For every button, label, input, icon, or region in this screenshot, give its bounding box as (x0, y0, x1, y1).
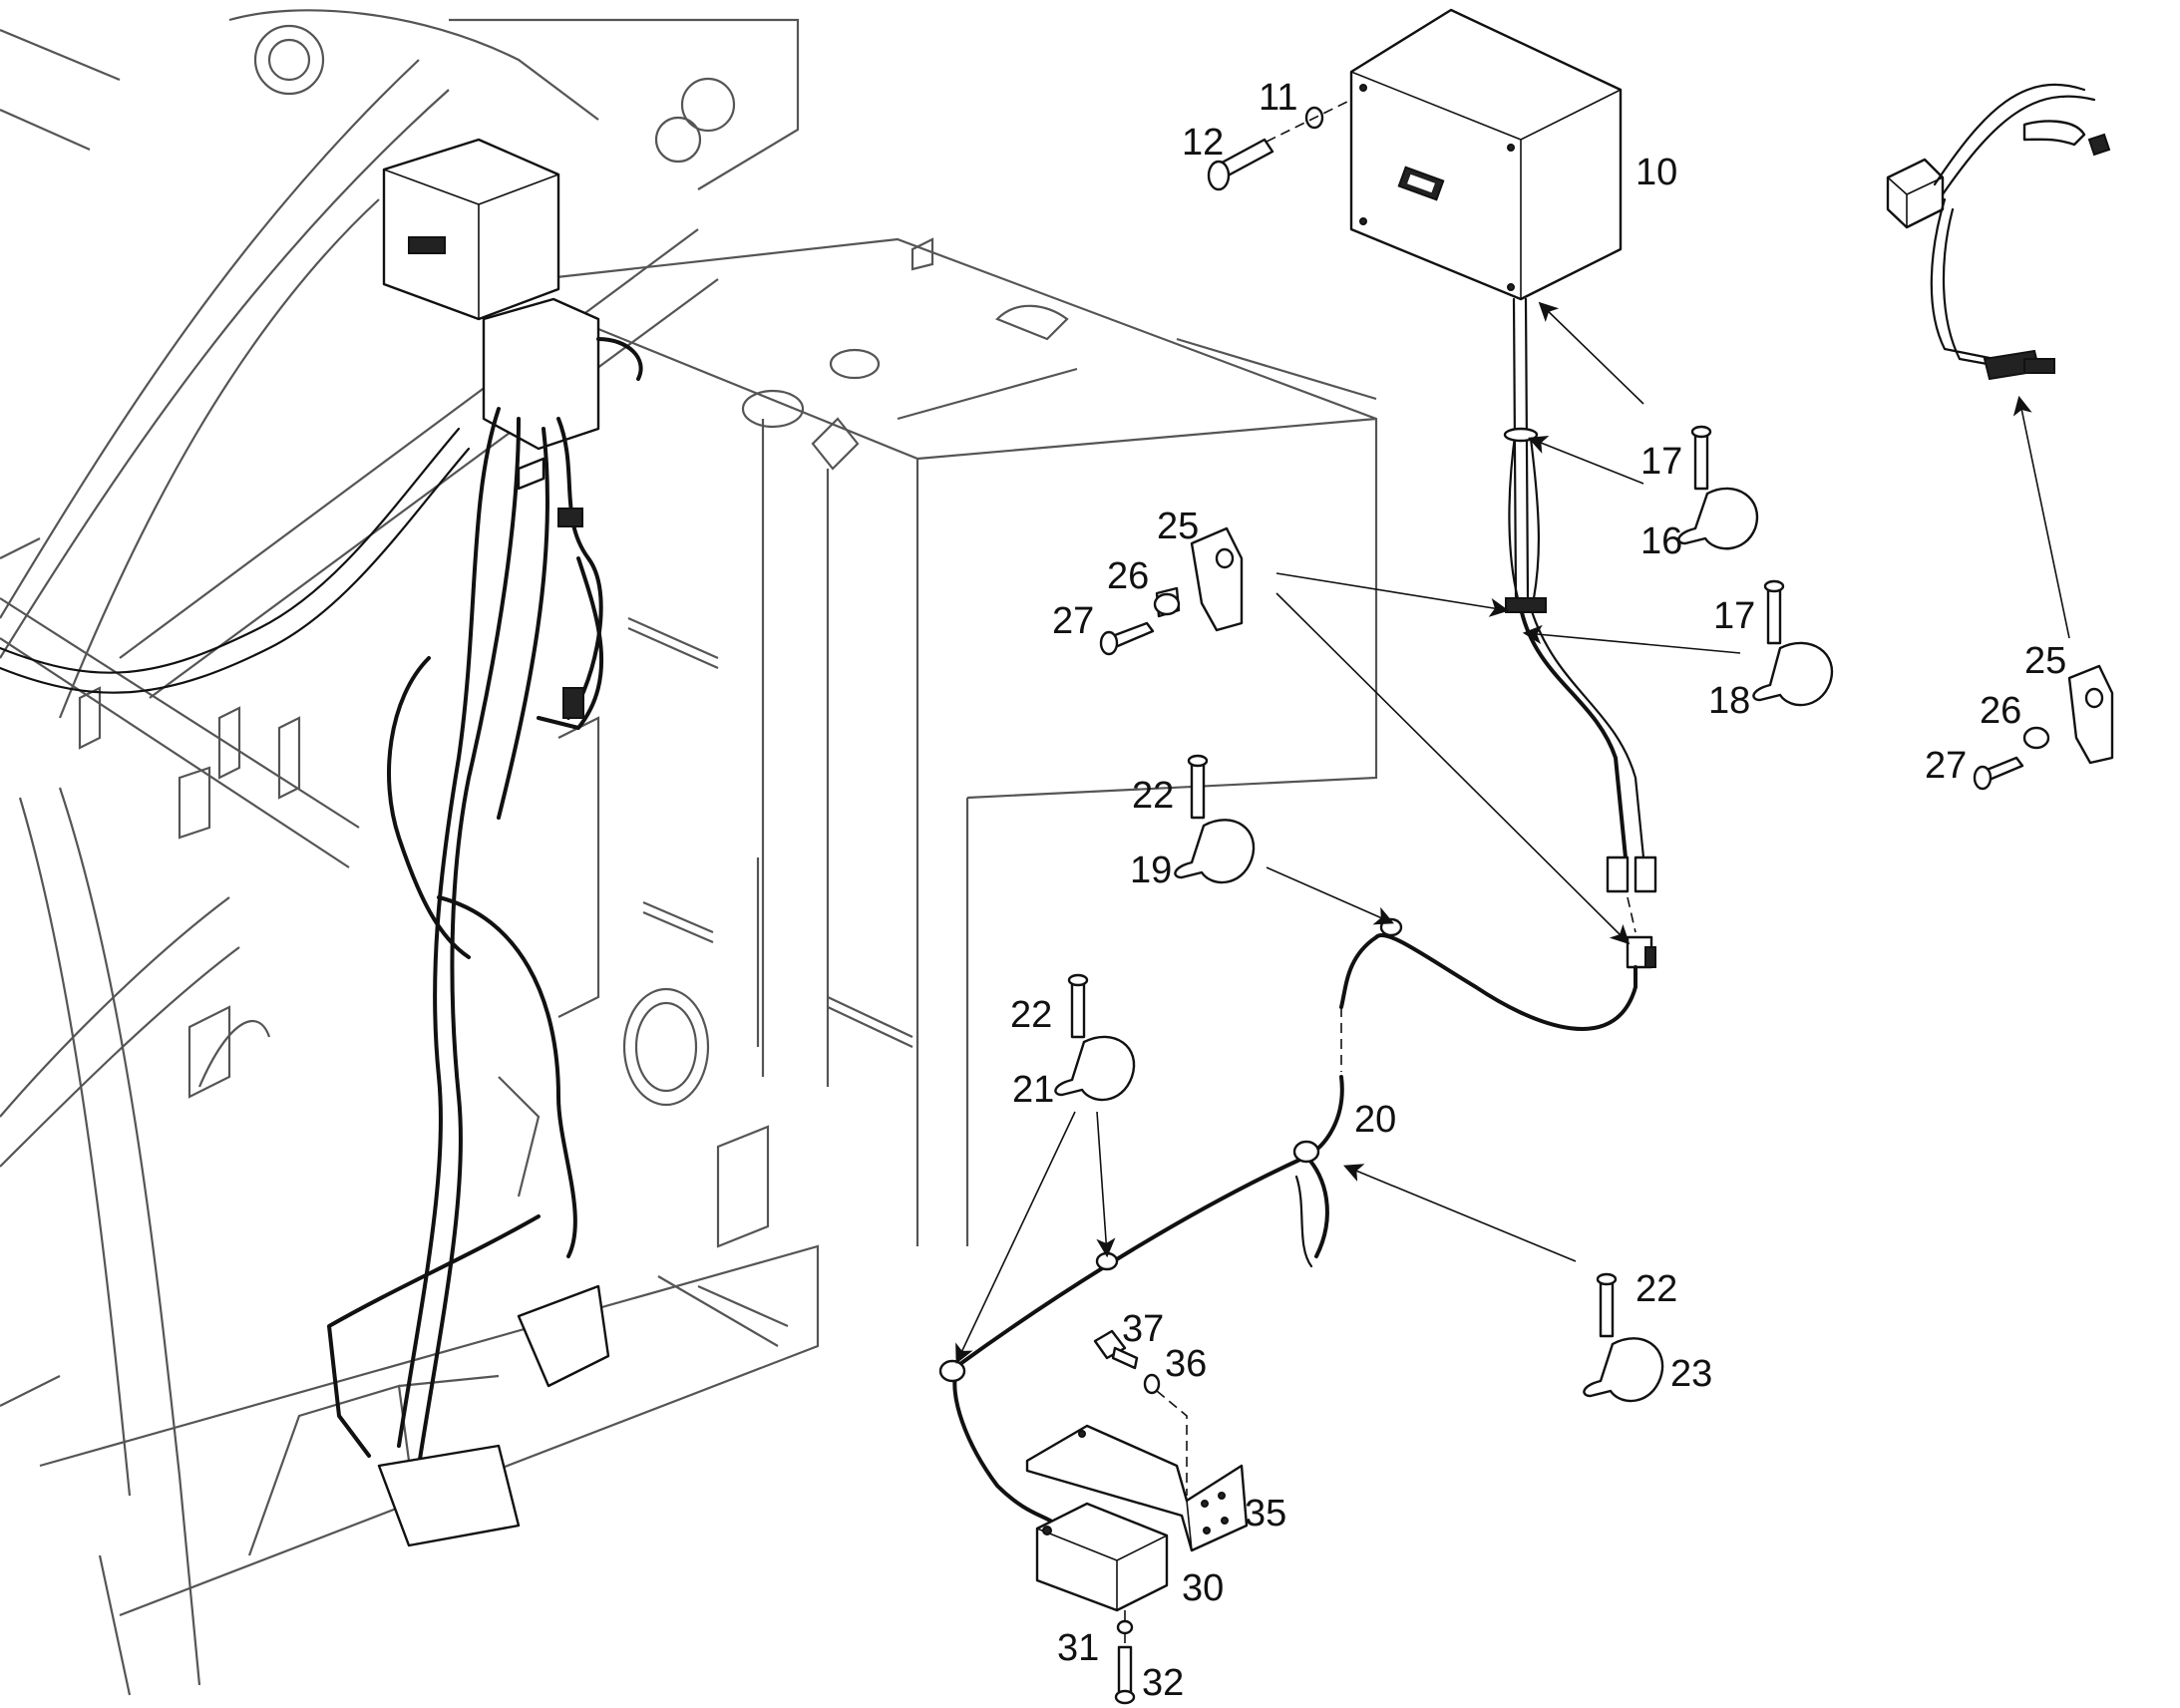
box-30 (1035, 1502, 1169, 1612)
callout-30: 30 (1182, 1567, 1224, 1609)
clamp-18 (1752, 579, 1833, 707)
callout-17-a: 17 (1640, 441, 1682, 483)
washer-36 (1143, 1373, 1161, 1395)
callout-37: 37 (1122, 1308, 1164, 1350)
callout-25-a: 25 (1157, 506, 1199, 547)
callout-19: 19 (1130, 850, 1172, 891)
screw-12 (1207, 138, 1274, 191)
clamp-19 (1174, 754, 1256, 884)
callout-32: 32 (1142, 1662, 1184, 1704)
callout-11: 11 (1259, 77, 1297, 119)
callout-31: 31 (1057, 1627, 1099, 1669)
screw-37 (1093, 1329, 1139, 1370)
callout-21: 21 (1012, 1069, 1054, 1111)
callout-27-a: 27 (1052, 600, 1094, 642)
bracket-25-left (1099, 526, 1244, 656)
callout-12: 12 (1182, 122, 1224, 164)
washer-31 (1116, 1619, 1134, 1635)
callout-20: 20 (1354, 1099, 1396, 1141)
clamp-21 (1054, 973, 1136, 1102)
callout-23: 23 (1670, 1353, 1712, 1395)
harness-upper (938, 297, 1657, 1528)
callouts: 10 11 12 16 17 17 18 19 20 21 22 22 22 2… (1010, 77, 2066, 1704)
installed-harness (0, 138, 643, 1547)
callout-25-b: 25 (2024, 640, 2066, 682)
bracket-35 (1025, 1424, 1249, 1552)
callout-17-b: 17 (1713, 595, 1755, 637)
callout-35: 35 (1245, 1493, 1286, 1535)
callout-27-b: 27 (1925, 745, 1967, 787)
machine-frame (0, 9, 1378, 1696)
callout-16: 16 (1640, 520, 1682, 562)
callout-22-a: 22 (1132, 775, 1174, 817)
clamp-23 (1583, 1272, 1664, 1403)
callout-26-a: 26 (1107, 555, 1149, 597)
bracket-25-right (1973, 664, 2114, 791)
screw-32 (1114, 1645, 1136, 1705)
callout-36: 36 (1165, 1343, 1207, 1385)
sensor-harness-detail (1886, 83, 2111, 381)
callout-22-c: 22 (1635, 1268, 1677, 1310)
callout-26-b: 26 (1980, 690, 2021, 732)
callout-18: 18 (1708, 680, 1750, 722)
callout-10: 10 (1635, 152, 1677, 193)
callout-22-b: 22 (1010, 994, 1052, 1036)
clamp-16 (1677, 425, 1759, 550)
control-box-10 (1349, 8, 1623, 301)
